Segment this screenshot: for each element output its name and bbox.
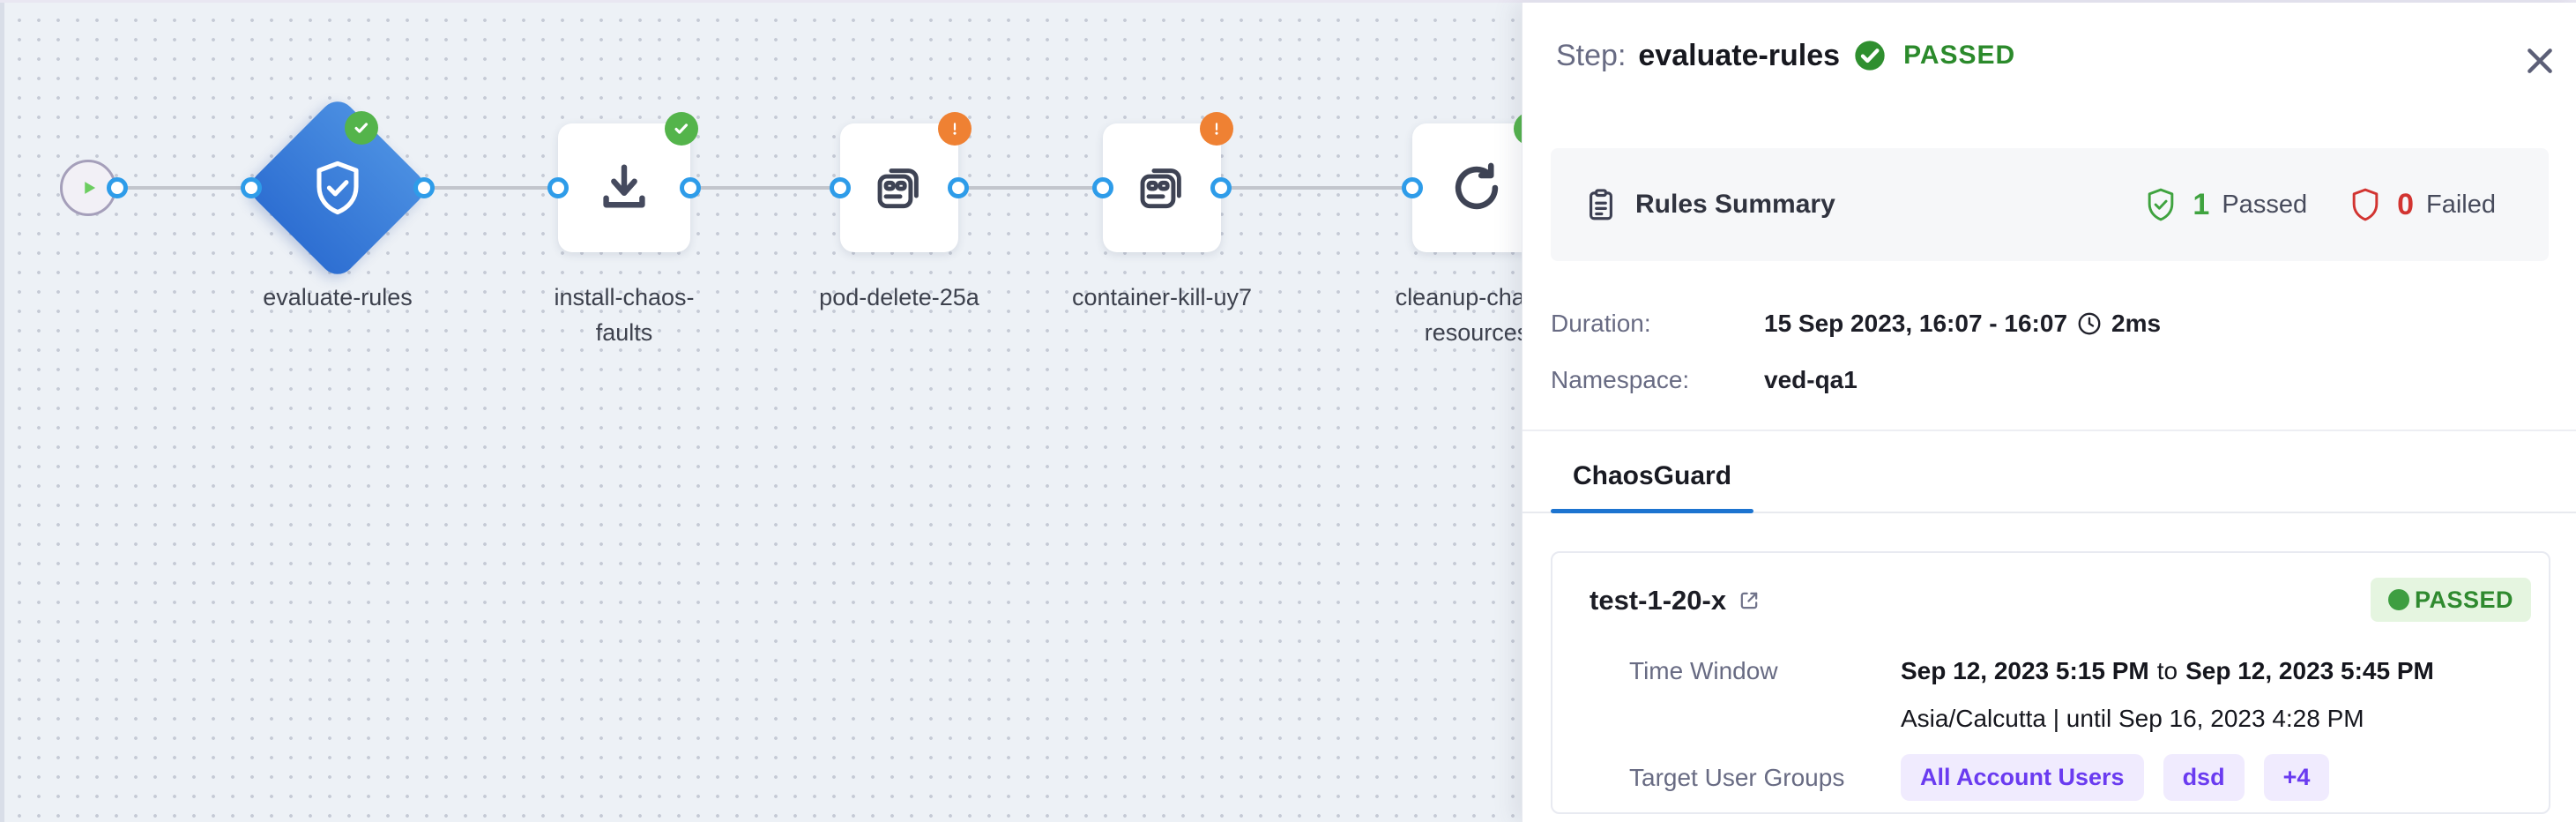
user-group-tag: All Account Users [1901,754,2144,801]
warning-icon [953,123,957,135]
time-window-row: Time Window Sep 12, 2023 5:15 PM to Sep … [1629,657,2434,685]
panel-header: Step: evaluate-rules PASSED [1556,38,2015,73]
clipboard-icon [1590,189,1612,220]
connector-port[interactable] [830,177,851,198]
status-badge-passed [665,112,698,146]
namespace-row: Namespace: ved-qa1 [1551,360,1858,400]
passed-count: 1 [2193,187,2210,221]
time-window-label: Time Window [1629,657,1778,684]
status-dot-icon [2387,589,2409,610]
clock-icon [2078,312,2101,335]
chaos-fault-icon [1140,168,1181,209]
pipeline-edge [690,186,842,190]
failed-count: 0 [2397,187,2414,221]
condition-link[interactable]: test-1-20-x [1590,585,1761,616]
section-divider [1523,430,2576,431]
shield-check-icon [316,161,359,215]
time-window-end: Sep 12, 2023 5:45 PM [2185,657,2434,684]
pipeline-edge [117,186,253,190]
connector-port[interactable] [107,177,128,198]
status-badge-passed [345,111,378,145]
step-title-prefix: Step: [1556,38,1627,72]
node-label: evaluate-rules [263,284,413,310]
target-user-groups-row: Target User Groups All Account Users dsd… [1629,754,2330,801]
shield-icon [2352,188,2379,221]
timezone-until: Asia/Calcutta | until Sep 16, 2023 4:28 … [1901,705,2364,732]
check-icon [354,123,369,133]
rules-summary-band: Rules Summary 1 Passed 0 Failed [1551,148,2549,261]
passed-label: Passed [2222,190,2308,219]
namespace-value: ved-qa1 [1764,366,1858,393]
duration-elapsed: 2ms [2111,310,2162,337]
target-user-groups-label: Target User Groups [1629,763,1845,791]
pipeline-start-node[interactable] [60,160,116,216]
time-window-start: Sep 12, 2023 5:15 PM [1901,657,2149,684]
shield-check-icon [2148,188,2174,221]
user-group-more-tag[interactable]: +4 [2263,754,2330,801]
failed-label: Failed [2426,190,2496,219]
active-tab-underline [1551,509,1753,513]
node-label: container-kill-uy7 [1071,284,1253,310]
rules-summary-title: Rules Summary [1635,190,1835,219]
duration-row: Duration: 15 Sep 2023, 16:07 - 16:07 2ms [1551,303,2161,344]
node-label: pod-delete-25a [819,284,979,310]
time-window-join: to [2156,657,2178,684]
status-badge-warning [1200,112,1233,146]
play-icon [85,182,96,194]
connector-port[interactable] [1210,177,1232,198]
node-cleanup-chaos-resources[interactable] [1412,123,1540,252]
pipeline-edge [424,186,560,190]
namespace-label: Namespace: [1551,366,1690,393]
connector-port[interactable] [948,177,969,198]
node-container-kill-uy7[interactable] [1103,123,1221,252]
connector-port[interactable] [413,177,435,198]
condition-status-badge: PASSED [2370,578,2531,622]
chaos-fault-icon [877,168,919,209]
pipeline-edge [958,186,1105,190]
condition-status-text: PASSED [2414,586,2513,613]
rules-summary-counts: 1 Passed 0 Failed [2141,185,2496,224]
node-install-chaos-faults[interactable] [558,123,690,252]
connector-port[interactable] [241,177,262,198]
connector-port[interactable] [547,177,569,198]
duration-label: Duration: [1551,310,1651,337]
pipeline-edge [1221,186,1414,190]
user-group-tag: dsd [2163,754,2245,801]
refresh-icon [1455,162,1498,210]
step-details-panel: Step: evaluate-rules PASSED Rules Summar… [1522,3,2576,822]
node-pod-delete-25a[interactable] [840,123,958,252]
close-icon[interactable] [2522,43,2557,78]
timezone-row: Asia/Calcutta | until Sep 16, 2023 4:28 … [1629,705,2364,733]
duration-value: 15 Sep 2023, 16:07 - 16:07 [1764,310,2068,337]
node-label: install-chaos-faults [554,284,695,346]
chaosguard-condition-card: test-1-20-x PASSED Time Window Sep 12, 2… [1551,551,2550,814]
connector-port[interactable] [680,177,701,198]
warning-icon [1215,123,1218,135]
download-icon [603,164,645,208]
step-title: evaluate-rules [1638,38,1841,72]
check-circle-icon [1855,41,1885,71]
check-icon [674,123,689,134]
step-status-badge: PASSED [1903,41,2016,70]
connector-port[interactable] [1402,177,1423,198]
connector-port[interactable] [1092,177,1113,198]
tabbar-divider [1523,512,2576,513]
external-link-icon[interactable] [1737,588,1761,613]
tab-chaosguard[interactable]: ChaosGuard [1572,461,1732,490]
status-badge-warning [938,112,972,146]
condition-name: test-1-20-x [1590,585,1727,616]
